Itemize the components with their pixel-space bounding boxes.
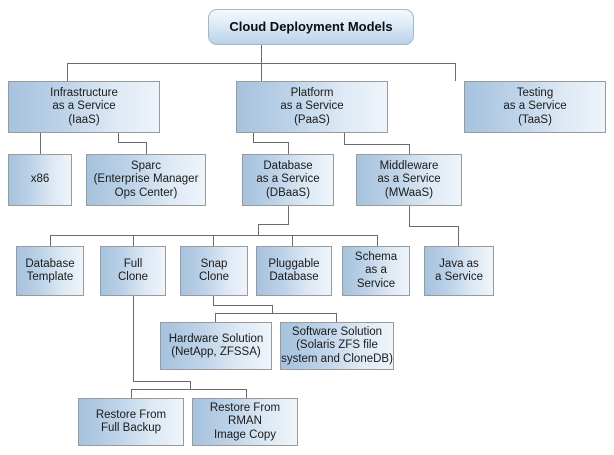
connector-to-pluggable-database [292, 235, 293, 247]
node-pluggable-database[interactable]: Pluggable Database [256, 246, 332, 296]
connector-paas-to-dbaas-jog [253, 142, 289, 143]
connector-mwaas-drop [458, 226, 459, 247]
connector-to-software-solution [336, 313, 337, 323]
connector-paas-to-dbaas-drop [288, 142, 289, 154]
node-snap-clone[interactable]: Snap Clone [180, 246, 248, 296]
connector-level4-bus [50, 235, 378, 236]
node-software-solution[interactable]: Software Solution (Solaris ZFS file syst… [280, 322, 394, 370]
node-schema-as-a-service[interactable]: Schema as a Service [342, 246, 410, 296]
node-java-as-a-service[interactable]: Java as a Service [424, 246, 494, 296]
connector-to-database-template [50, 235, 51, 247]
connector-to-iaas [67, 63, 68, 81]
connector-paas-to-dbaas-stem [253, 133, 254, 143]
connector-snap-clone-jog-drop [272, 305, 273, 314]
connector-full-clone-jog-drop [190, 381, 191, 390]
connector-iaas-to-sparc-jog [118, 142, 147, 143]
connector-snap-clone-stem [213, 296, 214, 306]
node-x86[interactable]: x86 [8, 154, 72, 206]
connector-full-clone-jog [133, 381, 191, 382]
node-restore-from-rman-image-copy[interactable]: Restore From RMAN Image Copy [192, 398, 298, 446]
connector-root-stem [261, 44, 262, 64]
connector-to-taas [455, 63, 456, 81]
connector-paas-to-mwaas-jog [344, 144, 410, 145]
connector-to-hardware-solution [215, 313, 216, 323]
node-hardware-solution[interactable]: Hardware Solution (NetApp, ZFSSA) [160, 322, 272, 370]
connector-dbaas-stem [288, 206, 289, 225]
connector-mwaas-stem [409, 206, 410, 227]
connector-paas-to-mwaas-stem [344, 133, 345, 145]
connector-iaas-to-sparc-drop [146, 142, 147, 154]
connector-snap-clone-bus [215, 313, 337, 314]
connector-paas-to-mwaas-drop [409, 144, 410, 154]
node-restore-from-full-backup[interactable]: Restore From Full Backup [78, 398, 184, 446]
connector-to-full-clone [133, 235, 134, 247]
connector-to-restore-full-backup [131, 389, 132, 399]
node-cloud-deployment-models[interactable]: Cloud Deployment Models [208, 9, 414, 45]
node-full-clone[interactable]: Full Clone [100, 246, 166, 296]
connector-iaas-to-x86 [40, 133, 41, 154]
node-database-as-a-service[interactable]: Database as a Service (DBaaS) [242, 154, 334, 206]
connector-dbaas-jog [258, 224, 289, 225]
connector-mwaas-jog [409, 226, 459, 227]
node-platform-as-a-service[interactable]: Platform as a Service (PaaS) [236, 81, 388, 133]
connector-to-snap-clone [213, 235, 214, 247]
connector-full-clone-bus [131, 389, 247, 390]
connector-to-schema-as-a-service [377, 235, 378, 247]
connector-iaas-to-sparc-stem [118, 133, 119, 143]
node-middleware-as-a-service[interactable]: Middleware as a Service (MWaaS) [356, 154, 462, 206]
node-testing-as-a-service[interactable]: Testing as a Service (TaaS) [464, 81, 606, 133]
node-sparc[interactable]: Sparc (Enterprise Manager Ops Center) [86, 154, 206, 206]
connector-to-paas [261, 63, 262, 81]
connector-full-clone-stem [133, 296, 134, 382]
connector-snap-clone-jog [213, 305, 273, 306]
connector-dbaas-jog-drop [258, 224, 259, 236]
node-infrastructure-as-a-service[interactable]: Infrastructure as a Service (IaaS) [8, 81, 160, 133]
connector-to-restore-rman [246, 389, 247, 399]
node-database-template[interactable]: Database Template [16, 246, 84, 296]
